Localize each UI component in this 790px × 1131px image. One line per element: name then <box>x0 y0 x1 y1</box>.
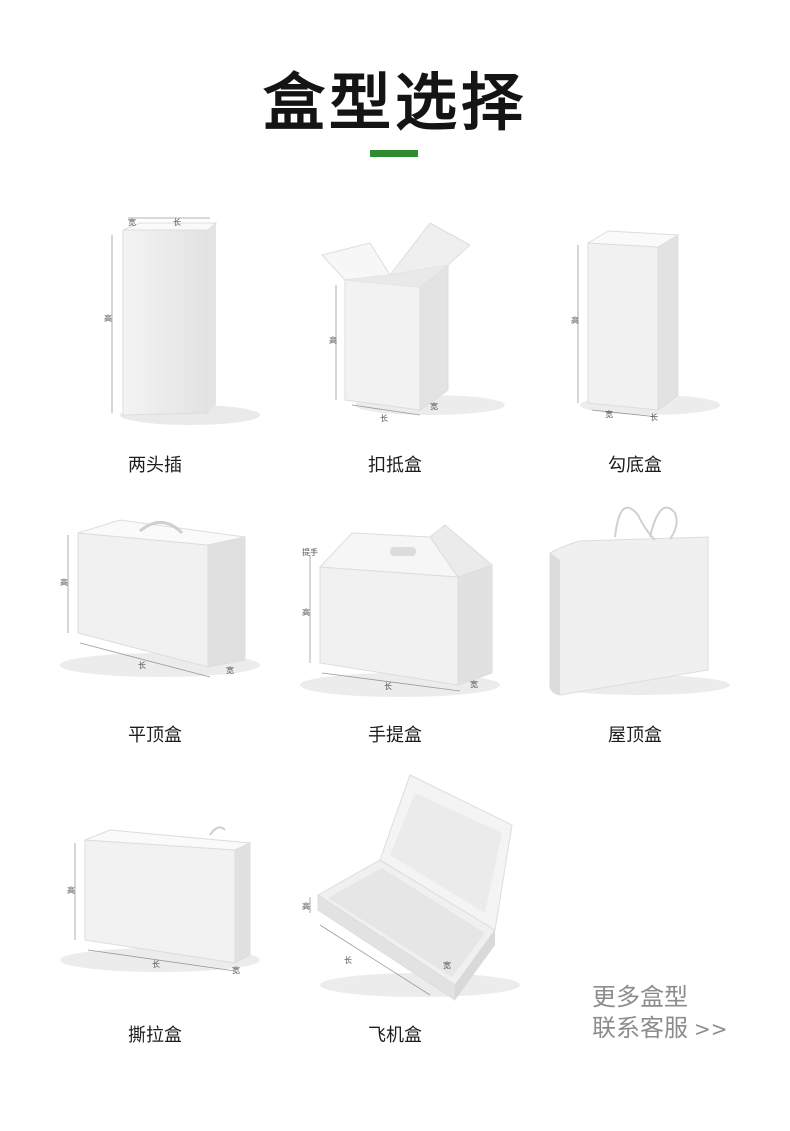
svg-text:长: 长 <box>344 955 352 965</box>
svg-text:高: 高 <box>571 315 579 325</box>
mailer-box-illustration: 高 长 宽 <box>302 774 520 1001</box>
svg-text:高: 高 <box>302 901 310 911</box>
flat-top-box-illustration: 高 长 宽 <box>60 519 260 678</box>
svg-text:长: 长 <box>138 660 146 670</box>
more-box-types-link[interactable]: 更多盒型 联系客服>> <box>592 982 728 1045</box>
box-option-lock-bottom[interactable]: 高 宽 长 勾底盒 <box>520 205 750 476</box>
svg-text:提手: 提手 <box>302 547 318 557</box>
box-label: 两头插 <box>128 455 182 476</box>
box-option-roof-box[interactable]: 屋顶盒 <box>520 506 750 765</box>
svg-text:长: 长 <box>173 217 181 227</box>
title-underline <box>370 150 418 157</box>
svg-text:高: 高 <box>67 885 75 895</box>
box-option-two-end-tuck[interactable]: 高 宽 长 两头插 <box>40 205 270 476</box>
box-option-mailer-box[interactable]: 高 长 宽 飞机盒 <box>280 774 520 1046</box>
box-label: 平顶盒 <box>128 725 182 746</box>
svg-text:高: 高 <box>60 577 68 587</box>
svg-text:宽: 宽 <box>430 401 438 411</box>
svg-text:长: 长 <box>380 413 388 423</box>
box-label: 勾底盒 <box>608 455 662 476</box>
box-label: 撕拉盒 <box>128 1025 182 1046</box>
svg-text:宽: 宽 <box>226 665 234 675</box>
svg-text:宽: 宽 <box>232 965 240 975</box>
box-option-flat-top[interactable]: 高 长 宽 平顶盒 <box>40 515 270 765</box>
box-label: 手提盒 <box>368 725 422 746</box>
svg-text:宽: 宽 <box>443 960 451 970</box>
double-chevron-right-icon: >> <box>694 1017 728 1041</box>
box-label: 扣抵盒 <box>368 455 422 476</box>
box-option-handle-box[interactable]: 提手 高 长 宽 手提盒 <box>280 515 510 765</box>
svg-text:宽: 宽 <box>605 409 613 419</box>
roof-box-illustration <box>549 506 730 696</box>
svg-text:高: 高 <box>329 335 337 345</box>
svg-text:高: 高 <box>302 607 310 617</box>
tuck-lock-box-illustration: 高 长 宽 <box>321 222 505 423</box>
svg-text:高: 高 <box>104 313 112 323</box>
box-label: 屋顶盒 <box>608 725 662 746</box>
page-title: 盒型选择 <box>262 66 527 139</box>
svg-text:长: 长 <box>650 412 658 422</box>
two-end-tuck-box-illustration: 高 宽 长 <box>104 217 260 425</box>
svg-text:宽: 宽 <box>470 679 478 689</box>
more-line-1: 更多盒型 <box>592 983 688 1011</box>
more-line-2: 联系客服>> <box>592 1014 728 1042</box>
svg-text:长: 长 <box>384 681 392 691</box>
svg-text:长: 长 <box>152 959 160 969</box>
box-label: 飞机盒 <box>368 1025 422 1046</box>
box-option-tuck-lock[interactable]: 高 长 宽 扣抵盒 <box>280 205 510 476</box>
svg-text:宽: 宽 <box>128 217 136 227</box>
box-option-tear-strip[interactable]: 高 长 宽 撕拉盒 <box>40 785 270 1046</box>
handle-box-illustration: 提手 高 长 宽 <box>300 524 500 697</box>
tear-strip-box-illustration: 高 长 宽 <box>60 826 260 975</box>
lock-bottom-box-illustration: 高 宽 长 <box>571 230 720 422</box>
